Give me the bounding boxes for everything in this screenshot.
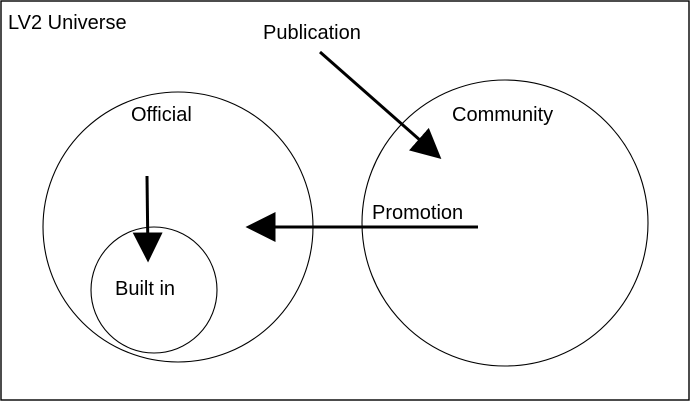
publication-label: Publication xyxy=(263,22,361,44)
official-to-built-in-arrow xyxy=(132,175,163,263)
community-label: Community xyxy=(452,104,553,126)
built-in-label: Built in xyxy=(115,278,175,300)
diagram-title: LV2 Universe xyxy=(8,12,127,34)
publication-arrow xyxy=(319,50,442,159)
official-label: Official xyxy=(131,104,192,126)
promotion-label: Promotion xyxy=(372,202,463,224)
community-circle xyxy=(361,79,649,367)
built-in-circle xyxy=(90,226,218,354)
